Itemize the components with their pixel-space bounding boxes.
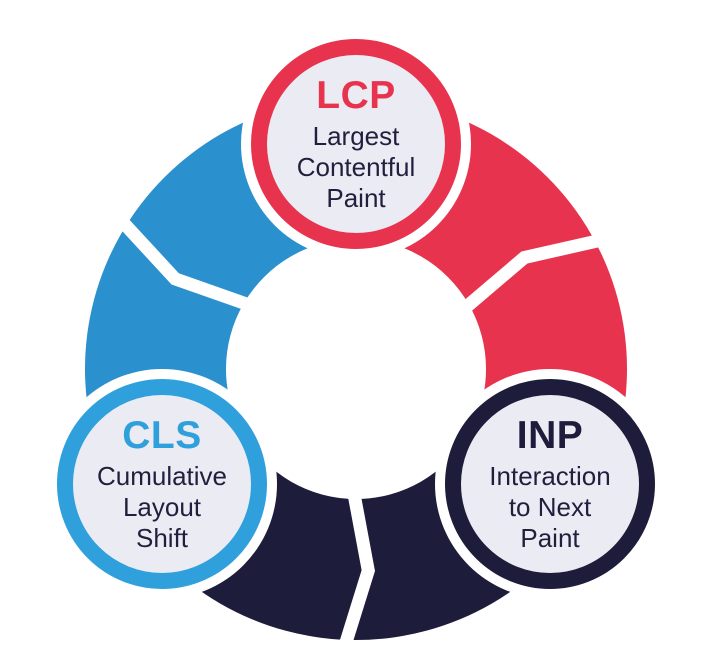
badge-inp-title: INP [516, 414, 584, 457]
badge-lcp-title: LCP [316, 74, 396, 117]
badge-lcp-line-1: Largest [312, 121, 400, 151]
badge-inp-line-2: to Next [508, 492, 592, 522]
badge-inp-line-1: Interaction [489, 461, 611, 491]
chevron-cut-blue [114, 213, 257, 313]
badge-inp-line-3: Paint [520, 523, 580, 553]
badge-lcp-description: Largest Contentful Paint [297, 121, 416, 214]
badge-cls-title: CLS [122, 414, 202, 457]
badge-cls-line-3: Shift [135, 523, 189, 553]
chevron-cut-navy [337, 486, 375, 652]
badge-cls-description: Cumulative Layout Shift [97, 461, 227, 554]
badge-cls-line-1: Cumulative [96, 461, 228, 491]
badge-inp-description: Interaction to Next Paint [489, 461, 610, 554]
badge-inp: INP Interaction to Next Paint [445, 379, 655, 589]
badge-cls-line-2: Layout [122, 492, 202, 522]
chevron-cut-red [456, 232, 607, 317]
badge-lcp-line-2: Contentful [296, 152, 416, 182]
badge-lcp-line-3: Paint [326, 183, 386, 213]
badge-cls: CLS Cumulative Layout Shift [57, 379, 267, 589]
badge-lcp: LCP Largest Contentful Paint [251, 39, 461, 249]
